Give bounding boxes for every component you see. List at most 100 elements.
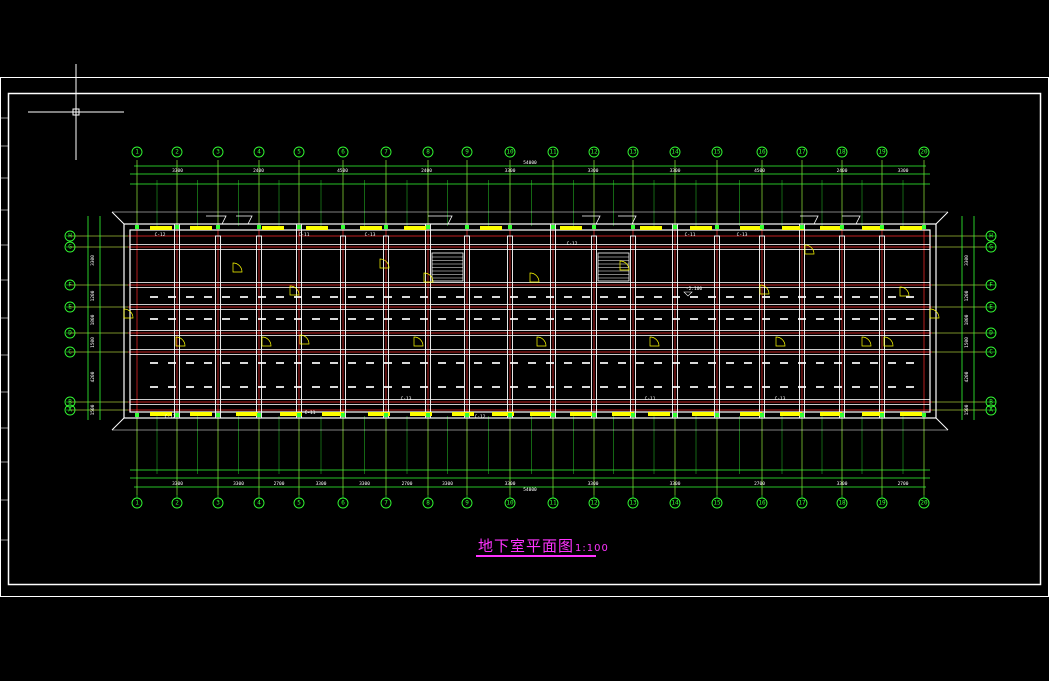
window-bottom [280,412,302,416]
axis-label-bottom: 7 [384,500,388,507]
axis-bubble-top [253,146,265,158]
room-annotation [384,362,392,364]
door-swing [175,336,186,347]
room-annotation [366,296,374,298]
room-annotation [150,386,158,388]
left-dimension-text: 4200 [90,371,96,382]
window-bottom [452,412,474,416]
window-top [820,226,842,230]
axis-label-right: D [989,330,993,337]
axis-label-top: 19 [878,149,886,156]
room-annotation [294,362,302,364]
plan-geometry: 1122334455667788991010111112121313141415… [64,146,997,509]
door-swing [423,272,434,283]
room-annotation [654,318,662,320]
room-annotation [456,386,464,388]
room-annotation [258,296,266,298]
stair-well [597,252,630,282]
column-mark [135,413,139,417]
room-annotation [222,318,230,320]
axis-bubble-bottom [547,497,559,509]
column-mark [673,413,677,417]
axis-label-top: 8 [426,149,430,156]
column-mark [760,225,764,229]
room-annotation [258,318,266,320]
room-annotation [438,296,446,298]
room-annotation [204,318,212,320]
room-annotation [852,296,860,298]
axis-bubble-bottom [337,497,349,509]
window-tag: C-11 [305,410,316,416]
room-annotation [636,296,644,298]
column-mark [297,225,301,229]
window-bottom [530,412,552,416]
corner-chamfer [111,211,125,225]
room-annotation [690,318,698,320]
light-well [428,215,453,225]
axis-bubble-top [627,146,639,158]
room-annotation [528,318,536,320]
window-tag: C-13 [737,232,748,238]
room-annotation [816,386,824,388]
axis-label-top: 12 [590,149,598,156]
top-dimension-text: 2400 [421,168,432,174]
axis-bubble-top [669,146,681,158]
room-annotation [906,386,914,388]
window-bottom [236,412,258,416]
axis-label-bottom: 11 [549,500,557,507]
bottom-dimension-text: 3300 [442,481,453,487]
right-dimension-text: 1200 [964,290,970,301]
room-annotation [438,386,446,388]
room-annotation [474,318,482,320]
room-annotation [384,296,392,298]
axis-bubble-top [171,146,183,158]
room-annotation [258,386,266,388]
room-annotation [492,318,500,320]
axis-bubble-bottom [380,497,392,509]
room-annotation [240,362,248,364]
room-annotation [636,318,644,320]
room-annotation [222,386,230,388]
room-annotation [168,386,176,388]
axis-label-left: H [68,233,72,240]
window-bottom [740,412,762,416]
room-annotation [150,362,158,364]
column-mark [135,225,139,229]
column-mark [631,225,635,229]
room-annotation [798,362,806,364]
axis-bubble-top [547,146,559,158]
window-top [560,226,582,230]
column-mark [257,225,261,229]
window-bottom [410,412,432,416]
window-bottom [492,412,514,416]
light-well [842,215,861,225]
left-dimension-text: 1800 [90,314,96,325]
axis-bubble-bottom [461,497,473,509]
room-annotation [510,386,518,388]
axis-label-top: 11 [549,149,557,156]
column-mark [551,225,555,229]
outer-wall-inner-line [129,229,931,413]
door-swing [759,284,770,295]
axis-label-bottom: 5 [297,500,301,507]
window-tag: C-11 [685,232,696,238]
room-annotation [726,296,734,298]
room-annotation [222,362,230,364]
room-annotation [870,386,878,388]
axis-bubble-bottom [588,497,600,509]
bottom-dimension-text: 3300 [505,481,516,487]
door-swing [299,334,310,345]
window-tag: C-13 [365,232,376,238]
room-annotation [510,296,518,298]
room-annotation [744,362,752,364]
door-swing [861,336,872,347]
interior-wall-v [256,235,262,419]
axis-label-left: F [68,282,72,289]
room-annotation [726,386,734,388]
interior-wall-h [129,244,931,250]
corner-chamfer [111,417,125,431]
axis-label-bottom: 6 [341,500,345,507]
axis-bubble-left [64,301,76,313]
